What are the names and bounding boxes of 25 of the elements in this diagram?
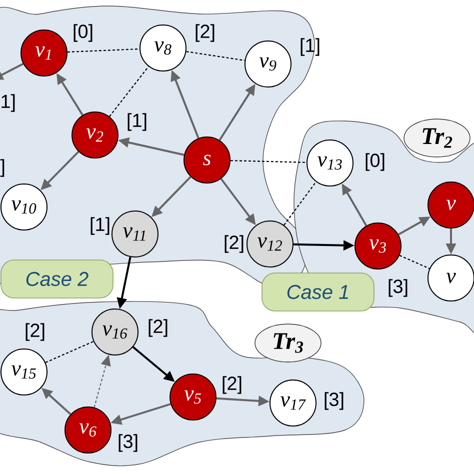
rank-label: [3] (118, 434, 138, 452)
rank-label: [0] (74, 24, 92, 42)
dashed-line (45, 340, 94, 364)
rank-label: [3] (388, 279, 408, 297)
dashed-line (284, 182, 316, 226)
rank-label: [1] (300, 38, 320, 56)
dashed-line (399, 254, 430, 270)
case-tag: Case 2 (0, 260, 114, 298)
dashed-line (67, 48, 140, 53)
rank-label: [2] (222, 376, 242, 394)
dashed-line (230, 160, 307, 163)
rank-label: ] (0, 159, 4, 177)
rank-label: [2] (148, 319, 168, 337)
rank-label: [1] (90, 217, 110, 235)
arrow (0, 62, 24, 80)
dashed-line (109, 66, 149, 117)
rank-label: [3] (324, 392, 344, 410)
rank-label: [2] (196, 24, 214, 42)
case-tag: Case 1 (262, 272, 374, 312)
rank-label: [2] (26, 323, 44, 341)
rank-label: 1] (2, 94, 15, 112)
dashed-line (186, 51, 245, 61)
rank-label: [1] (128, 113, 146, 131)
rank-label: [0] (366, 153, 384, 171)
rank-label: [2] (224, 235, 244, 253)
